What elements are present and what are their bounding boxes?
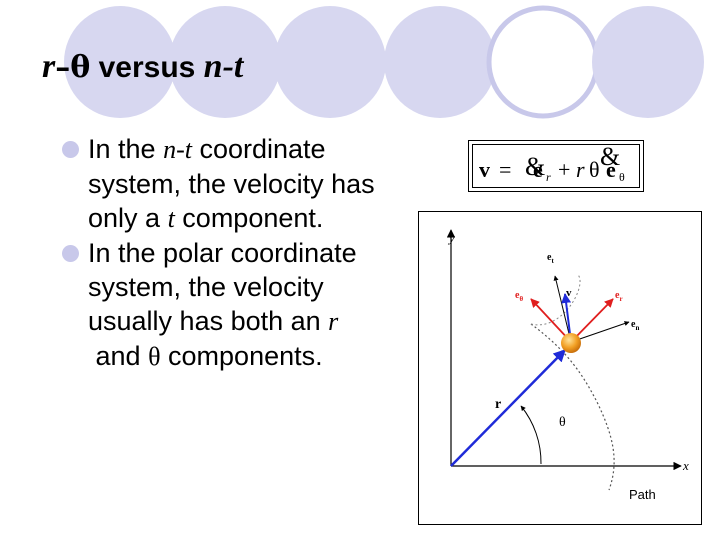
e-theta-label: eθ bbox=[515, 290, 523, 303]
eq-v: v bbox=[479, 157, 490, 182]
eq-thetadot-glyph: & bbox=[600, 142, 620, 171]
path-curve bbox=[530, 323, 615, 491]
title-r: r bbox=[42, 48, 56, 85]
bullet-term-r: r bbox=[328, 307, 339, 336]
velocity-equation: v = & e r + r θ & e θ bbox=[479, 142, 625, 184]
path-curve-upper bbox=[530, 273, 581, 326]
decor-circle bbox=[169, 6, 281, 118]
bullet-term-theta: θ bbox=[148, 342, 161, 371]
title-versus: versus bbox=[90, 51, 204, 84]
e-r-vector bbox=[570, 298, 614, 343]
theta-arc bbox=[520, 405, 542, 465]
title-theta: θ bbox=[70, 50, 91, 85]
eq-er-sub: r bbox=[546, 170, 551, 184]
eq-etheta: e bbox=[606, 157, 616, 182]
e-t-vector bbox=[553, 275, 572, 343]
e-n-label: en bbox=[631, 319, 639, 332]
bullet-item-polar: In the polar coordinate system, the velo… bbox=[62, 236, 402, 374]
bullet-text: component. bbox=[174, 203, 324, 233]
r-label: r bbox=[495, 397, 501, 412]
title-nt: n-t bbox=[203, 48, 244, 85]
e-t-label: et bbox=[547, 252, 554, 265]
particle bbox=[561, 333, 581, 353]
y-axis-label: y bbox=[447, 230, 455, 245]
bullet-item-nt: In the n-t coordinate system, the veloci… bbox=[62, 132, 402, 236]
e-theta-letter: e bbox=[515, 290, 520, 301]
e-t-letter: e bbox=[547, 252, 552, 263]
bullet-text: and bbox=[88, 341, 149, 371]
path-label: Path bbox=[629, 487, 656, 502]
velocity-equation-box: v = & e r + r θ & e θ bbox=[468, 140, 644, 192]
position-vector-r bbox=[450, 349, 566, 467]
bullet-list: In the n-t coordinate system, the veloci… bbox=[62, 132, 402, 374]
e-n-letter: e bbox=[631, 319, 636, 330]
kinematics-figure: y x Path θ r eθ er et en v bbox=[418, 211, 702, 525]
decor-circle bbox=[274, 6, 386, 118]
x-axis-label: x bbox=[682, 458, 689, 473]
bullet-text: coordinate system, the velocity has only… bbox=[88, 134, 383, 233]
bullet-text: components. bbox=[160, 341, 323, 371]
bullet-icon bbox=[62, 245, 79, 262]
velocity-label: v bbox=[566, 287, 572, 299]
decor-circle bbox=[64, 6, 176, 118]
title-dash: – bbox=[55, 50, 71, 85]
bullet-term-t: t bbox=[167, 204, 175, 233]
bullet-text: In the bbox=[88, 134, 164, 164]
e-theta-vector bbox=[530, 298, 572, 343]
theta-label: θ bbox=[559, 415, 566, 430]
slide-title: r–θ versus n-t bbox=[42, 48, 243, 86]
e-r-sub: r bbox=[619, 295, 622, 303]
e-n-vector bbox=[570, 321, 630, 343]
equation-inner-border bbox=[472, 144, 640, 188]
eq-theta: θ bbox=[589, 157, 600, 182]
bullet-icon bbox=[62, 141, 79, 158]
eq-plus: + bbox=[558, 157, 570, 182]
e-t-sub: t bbox=[551, 257, 554, 265]
eq-etheta-sub: θ bbox=[619, 170, 625, 184]
eq-rdot-glyph: & bbox=[525, 152, 545, 181]
decor-circle bbox=[486, 5, 600, 119]
e-r-letter: e bbox=[615, 290, 620, 301]
bullet-text: In the polar coordinate system, the velo… bbox=[88, 238, 365, 336]
e-theta-sub: θ bbox=[519, 295, 523, 303]
e-n-sub: n bbox=[635, 324, 639, 332]
e-r-label: er bbox=[615, 290, 623, 303]
eq-equals: = bbox=[499, 157, 511, 182]
eq-r: r bbox=[576, 157, 585, 182]
decor-circle bbox=[384, 6, 496, 118]
decor-circle bbox=[592, 6, 704, 118]
kinematics-diagram: y x Path θ r eθ er et en v bbox=[446, 229, 689, 502]
bullet-term-nt: n-t bbox=[163, 135, 192, 164]
eq-er: e bbox=[533, 157, 543, 182]
